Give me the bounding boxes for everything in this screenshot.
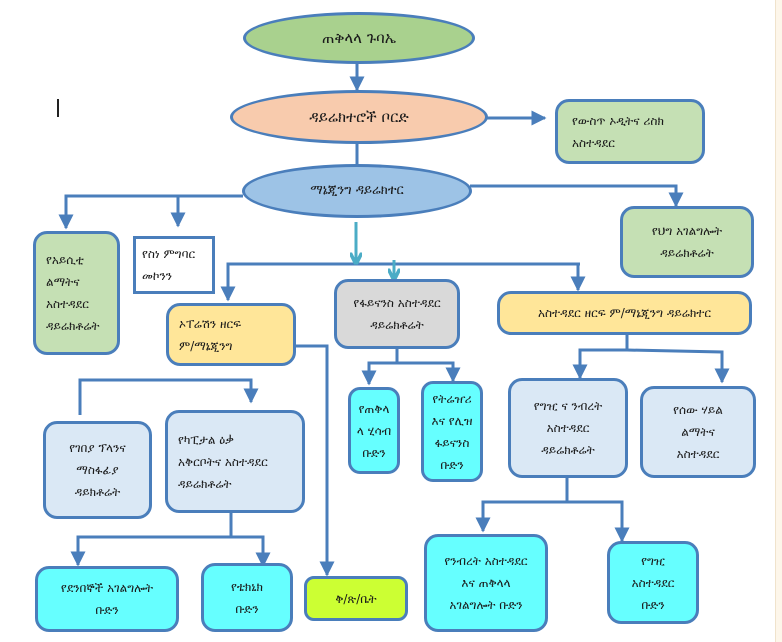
node-admin-deputy: አስተዳደር ዘርፍ ም/ማኔጂንግ ዳይሬክተር [497,291,752,335]
node-text: ዳይሬክቶሬት [178,476,232,491]
node-text: ቡድን [235,601,259,616]
node-operations-deputy: ኦፐሬሽን ዘርፍ ም/ማኔጂንግ [166,303,296,366]
node-text: አስተዳደር [546,421,590,435]
node-text: አስተዳደር [631,575,675,590]
node-text: ዳይሬክቶሬት [370,318,424,332]
node-general-assembly: ጠቅላላ ጉባኤ [243,12,475,64]
node-finance-directorate: የፋይናንስ አስተዳደር ዳይሬክቶሬት [334,279,460,349]
node-text: ዳይሬክተሮች ቦርድ [309,108,409,126]
node-text: ጠቅላላ ጉባኤ [321,29,397,47]
link-capital-technical [231,535,271,568]
node-text: አቅርቦትና አስተዳደር [178,454,268,469]
node-internal-audit: የውስጥ ኦዲትና ሪስክ አስተዳደር [555,99,705,164]
node-text: ልማትና [46,275,80,289]
node-text: የሰው ሃይል [673,403,723,417]
node-text: አስተዳደር [46,297,89,311]
node-text: የጠቅላ [358,401,390,416]
node-text: የገበያ ፕላንና [69,441,126,455]
link-admin-hr [626,348,730,384]
node-text: የፋይናንስ አስተዳደር [353,296,441,310]
link-admin-proc [572,348,627,380]
node-text: ዳይሬክቶሬት [541,443,595,457]
node-treasury-lease-team: የትሬዠሪ እና የሊዝ ፋይናንስ ቡድን [421,381,483,482]
node-text: አገልግሎት ቡድን [449,598,523,612]
node-text: እና የሊዝ [431,413,473,428]
node-procurement-property: የግዢ ና ንብረት አስተዳደር ዳይሬክቶሬት [508,378,628,478]
node-text: የህግ አገልግሎት [651,224,723,238]
link-finance-treasury [397,361,461,383]
link-managing-left [58,194,243,230]
text-cursor [57,99,59,117]
node-text: ማኔጂንግ ዳይሬክተር [310,183,404,198]
link-ops-branch [296,344,335,577]
node-managing-director: ማኔጂንግ ዳይሬክተር [242,164,472,218]
node-text: ልማትና [681,425,715,439]
node-capital-goods: የካፒታል ዕቃ አቅርቦትና አስተዳደር ዳይሬክቶሬት [165,410,305,513]
node-text: የደንበኞች አገልግሎት [60,581,154,595]
node-market-planning: የገበያ ፕላንና ማስፋፊያ ዳይክቶሬት [43,421,152,519]
node-text: ም/ማኔጂንግ [179,338,233,353]
link-proc-property [475,500,567,533]
node-text: ዳይክቶሬት [74,485,121,499]
node-text: አስተዳደር [572,135,615,150]
node-procurement-team: የግዢ አስተዳደር ቡድን [607,541,699,624]
node-text: አስተዳደር ዘርፍ ም/ማኔጂንግ ዳይሬክተር [537,306,712,320]
link-managing-legal [470,184,684,208]
node-text: የአይሲቲ [46,253,84,267]
node-text: ላ ሂሳብ [356,423,392,438]
node-text: የንብረት አስተዳደር [444,554,528,568]
node-text: የቴክኒክ [230,579,264,594]
node-text: አስተዳደር [676,447,720,461]
node-text: የስነ ምግባር [142,247,196,261]
link-capital-customer [70,535,231,567]
page-edge [775,0,782,642]
node-text: ቡድን [95,603,119,617]
node-human-resources: የሰው ሃይል ልማትና አስተዳደር [640,386,756,478]
node-it-development: የአይሲቲ ልማትና አስተዳደር ዳይሬክቶሬት [33,231,120,355]
node-text: ቡድን [362,445,386,460]
node-legal-service: የህግ አገልግሎት ዳይሬክቶሬት [620,206,754,278]
node-text: የትሬዠሪ [432,391,472,406]
node-text: የካፒታል ዕቃ [178,432,234,447]
node-text: ቡድን [440,457,464,472]
node-text: መኮንን [142,269,173,283]
node-branch-office: ቅ/ጽ/ቤት [304,576,408,621]
node-property-general-service-team: የንብረት አስተዳደር እና ጠቅላላ አገልግሎት ቡድን [424,534,548,632]
node-technical-team: የቴክኒክ ቡድን [201,563,293,632]
node-text: ቅ/ጽ/ቤት [335,591,377,606]
link-proc-purchase [567,500,630,543]
link-ops-market-capital [78,378,259,415]
node-text: ፋይናንስ [434,435,470,450]
node-text: ቡድን [641,597,665,612]
link-mid-bus-left [220,262,580,302]
node-ethics-officer: የስነ ምግባር መኮንን [133,236,215,294]
node-text: የግዢ [641,553,665,568]
node-text: የግዢ ና ንብረት [533,399,603,413]
node-text: ማስፋፊያ [76,463,119,477]
node-text: የውስጥ ኦዲትና ሪስክ [572,113,664,128]
node-text: ኦፐሬሽን ዘርፍ [179,316,242,331]
node-customer-service-team: የደንበኞች አገልግሎት ቡድን [35,566,179,632]
node-text: እና ጠቅላላ [461,576,511,590]
node-text: ዳይሬክቶሬት [660,246,714,260]
link-finance-gen [361,361,397,386]
node-general-accounts-team: የጠቅላ ላ ሂሳብ ቡድን [348,387,400,474]
node-board-of-directors: ዳይሬክተሮች ቦርድ [230,90,488,144]
node-text: ዳይሬክቶሬት [46,319,100,333]
